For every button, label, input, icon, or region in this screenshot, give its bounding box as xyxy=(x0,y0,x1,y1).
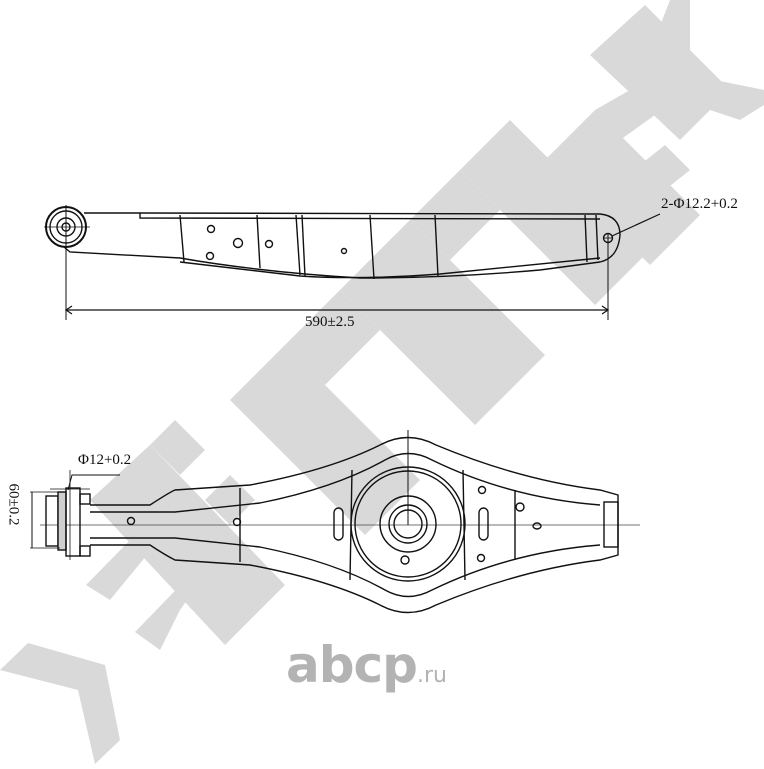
top-view xyxy=(44,205,661,320)
length-dimension-label: 590±2.5 xyxy=(305,314,355,330)
hole-callout-label: 2-Φ12.2+0.2 xyxy=(661,196,738,212)
bottom-view xyxy=(30,430,640,614)
site-watermark-main: abcp xyxy=(286,636,418,694)
bushing-diameter-label: Φ12+0.2 xyxy=(78,452,132,468)
site-watermark: abcp.ru xyxy=(286,636,447,694)
site-watermark-tld: .ru xyxy=(416,663,447,688)
width-dimension-label: 60±0.2 xyxy=(5,483,22,526)
